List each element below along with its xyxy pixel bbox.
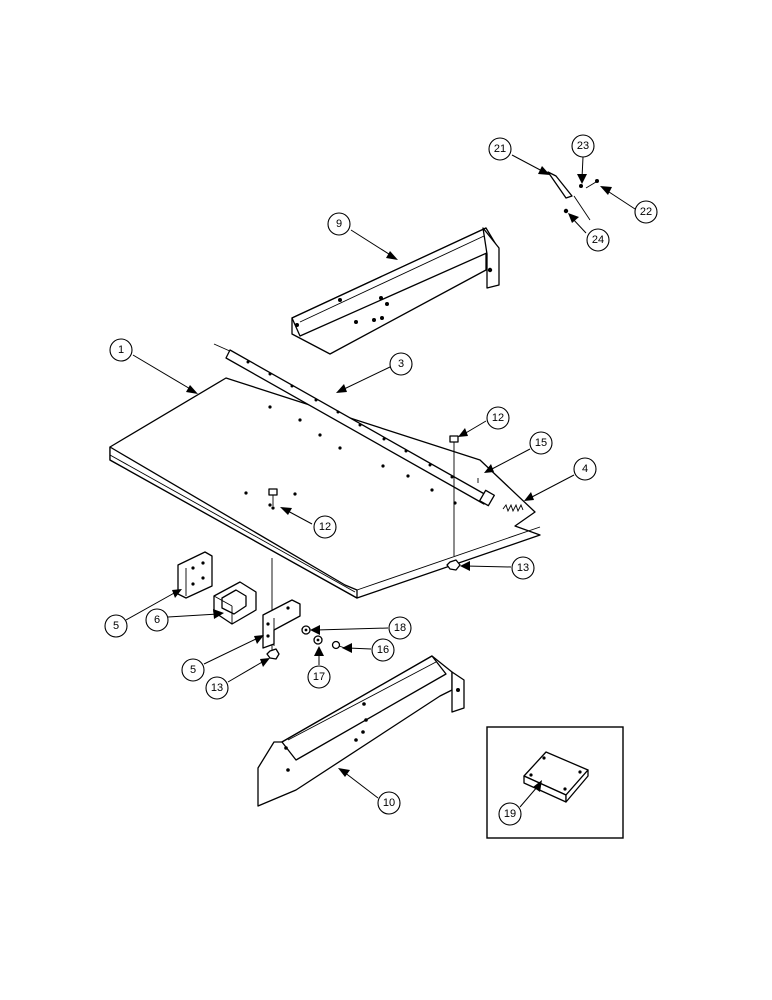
part-21-clip — [547, 171, 573, 199]
part-1-main-plate — [109, 377, 541, 599]
callout-24: 24 — [586, 228, 610, 252]
svg-text:3: 3 — [398, 358, 404, 370]
part-9-upper-rail — [291, 227, 500, 355]
callout-22: 22 — [634, 200, 658, 224]
callout-9: 9 — [327, 212, 351, 236]
callout-6: 6 — [145, 608, 169, 632]
part-17-nut — [313, 635, 323, 645]
part-10-lower-rail — [257, 655, 465, 807]
part-19-pad — [523, 751, 589, 803]
callout-17: 17 — [307, 665, 331, 689]
part-13-nut-left — [266, 648, 280, 660]
callout-10: 10 — [377, 791, 401, 815]
leader-lines — [125, 154, 636, 808]
svg-text:21: 21 — [494, 143, 506, 155]
svg-text:15: 15 — [535, 437, 547, 449]
svg-text:24: 24 — [592, 234, 604, 246]
callout-5-upper: 5 — [104, 614, 128, 638]
svg-text:9: 9 — [336, 218, 342, 230]
callout-12-right: 12 — [486, 406, 510, 430]
svg-text:17: 17 — [313, 671, 325, 683]
callout-18: 18 — [388, 616, 412, 640]
svg-text:16: 16 — [377, 644, 389, 656]
part-5-bracket-lower — [262, 599, 301, 649]
part-4-spring — [502, 503, 524, 513]
callout-15: 15 — [529, 431, 553, 455]
part-12-bolt-center — [268, 488, 278, 510]
part-3-hinge-rod — [213, 343, 495, 507]
callout-12-center: 12 — [313, 515, 337, 539]
callout-19: 19 — [498, 802, 522, 826]
svg-text:1: 1 — [118, 344, 124, 356]
svg-text:10: 10 — [383, 797, 395, 809]
svg-text:23: 23 — [577, 140, 589, 152]
callout-5-lower: 5 — [181, 658, 205, 682]
inset-box — [486, 726, 624, 839]
svg-text:4: 4 — [582, 463, 588, 475]
svg-text:12: 12 — [319, 521, 331, 533]
part-12-bolt-right — [449, 435, 459, 556]
svg-text:13: 13 — [211, 682, 223, 694]
callout-3: 3 — [389, 352, 413, 376]
callout-23: 23 — [571, 134, 595, 158]
part-23-rivet — [579, 184, 583, 188]
part-13-nut-right — [446, 559, 461, 571]
svg-text:19: 19 — [504, 808, 516, 820]
svg-text:12: 12 — [492, 412, 504, 424]
svg-text:22: 22 — [640, 206, 652, 218]
svg-text:6: 6 — [154, 614, 160, 626]
callout-21: 21 — [488, 137, 512, 161]
svg-text:18: 18 — [394, 622, 406, 634]
callout-1: 1 — [109, 338, 133, 362]
callout-13-right: 13 — [511, 556, 535, 580]
part-18-washer — [301, 625, 311, 635]
svg-text:5: 5 — [113, 620, 119, 632]
part-5-bracket-upper — [177, 551, 213, 599]
callout-16: 16 — [371, 638, 395, 662]
callout-4: 4 — [573, 457, 597, 481]
part-6-channel-block — [213, 581, 257, 625]
svg-text:5: 5 — [190, 664, 196, 676]
callout-13-left: 13 — [205, 676, 229, 700]
part-22-screw — [585, 179, 599, 189]
svg-text:13: 13 — [517, 562, 529, 574]
part-24-nut — [563, 195, 591, 221]
